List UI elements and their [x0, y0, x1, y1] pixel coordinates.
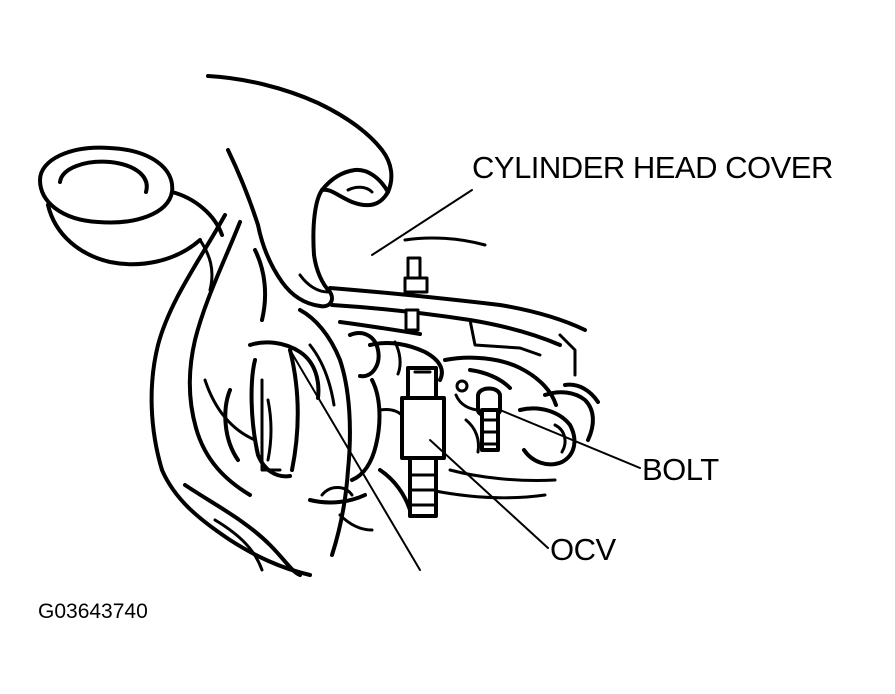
leader-lines: [289, 189, 641, 571]
oil-control-valve-icon: [400, 366, 446, 518]
cylinder-head-cover-icon: [328, 236, 587, 377]
leader-bolt: [499, 409, 641, 469]
figure-id: G03643740: [38, 600, 148, 623]
reservoir-cap-icon: [38, 145, 224, 292]
leader-left-diagonal: [289, 349, 421, 571]
engine-assembly-icon: [223, 308, 600, 557]
engine-body-left-icon: [149, 213, 312, 577]
cylinder-head-cover-label: CYLINDER HEAD COVER: [472, 150, 833, 185]
leader-cylinder-head-cover: [371, 189, 473, 256]
bolt-label: BOLT: [642, 452, 719, 487]
ocv-label: OCV: [550, 532, 617, 567]
leader-ocv: [429, 439, 549, 549]
hand-icon: [206, 74, 394, 309]
bolt-icon: [455, 379, 502, 452]
